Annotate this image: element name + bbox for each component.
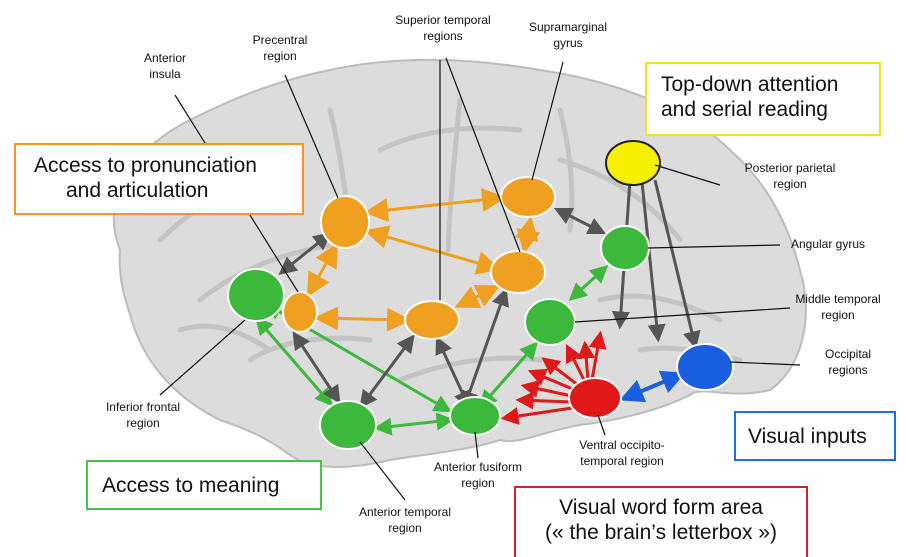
label-ventral-occipito: Ventral occipito-temporal region	[579, 438, 664, 468]
posterior-parietal-node	[605, 140, 661, 186]
callout-attention-line1: Top-down attention	[661, 73, 839, 96]
anterior-insula-node	[282, 291, 318, 333]
superior-temporal-node	[490, 250, 546, 294]
anterior-fusiform-node	[449, 396, 501, 436]
callout-pronunciation-line2: and articulation	[66, 178, 209, 202]
anterior-temporal-node	[319, 400, 377, 450]
callout-visual-inputs-line1: Visual inputs	[748, 425, 867, 448]
precentral-node	[320, 195, 370, 249]
callout-meaning: Access to meaning	[86, 460, 322, 510]
label-angular-gyrus: Angular gyrus	[791, 237, 865, 251]
occipital-node	[676, 343, 734, 391]
callout-attention: Top-down attention and serial reading	[645, 62, 881, 136]
middle-temporal-node	[524, 298, 576, 346]
inferior-frontal-node	[227, 268, 285, 322]
vwfa-node	[568, 377, 622, 419]
region-nodes	[227, 140, 734, 450]
callout-meaning-line1: Access to meaning	[102, 474, 280, 497]
callout-pronunciation-line1: Access to pronunciation	[34, 154, 257, 177]
callout-vwfa: Visual word form area (« the brain’s let…	[514, 486, 808, 557]
angular-gyrus-node	[600, 225, 650, 271]
leader-lines	[159, 57, 801, 501]
callout-vwfa-line2: (« the brain’s letterbox »)	[545, 520, 777, 544]
callout-visual-inputs: Visual inputs	[734, 411, 896, 461]
callout-attention-line2: and serial reading	[661, 97, 828, 121]
callout-pronunciation: Access to pronunciation and articulation	[14, 143, 304, 215]
middle-node	[404, 300, 460, 340]
supramarginal-node	[500, 176, 556, 218]
callout-vwfa-line1: Visual word form area	[559, 496, 763, 519]
